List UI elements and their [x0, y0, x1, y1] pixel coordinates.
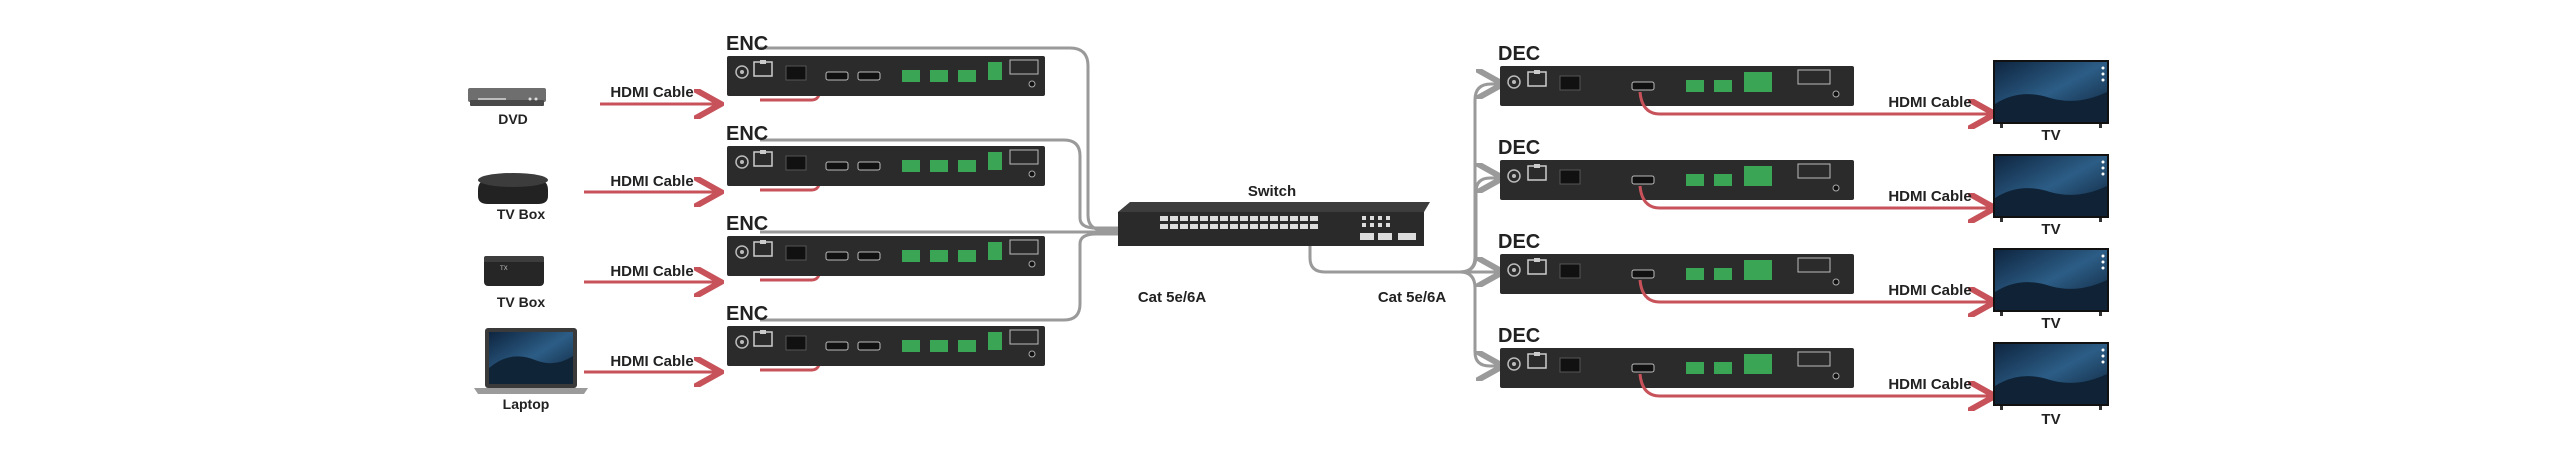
- hdmi-cable-label: HDMI Cable: [1888, 376, 1971, 393]
- hdmi-cable-label: HDMI Cable: [610, 353, 693, 370]
- decoder-4: DEC: [1498, 325, 1854, 388]
- decoder-3: DEC: [1498, 231, 1854, 294]
- encoder-label: ENC: [726, 33, 768, 55]
- hdmi-cables-out: [1638, 91, 1992, 396]
- hdmi-cable-label: HDMI Cable: [610, 173, 693, 190]
- display-label: TV: [2041, 221, 2060, 238]
- display-label: TV: [2041, 315, 2060, 332]
- tv-icon: [1993, 154, 2109, 222]
- encoder-label: ENC: [726, 123, 768, 145]
- encoder-2: ENC: [726, 123, 1045, 186]
- decoder-unit: [1500, 348, 1854, 388]
- switch-icon: [1118, 202, 1430, 246]
- decoder-label: DEC: [1498, 43, 1540, 65]
- tv-icon: [1993, 60, 2109, 128]
- source-label: TV Box: [497, 294, 545, 310]
- decoder-unit: [1500, 254, 1854, 294]
- cat-cable-label-right: Cat 5e/6A: [1378, 289, 1447, 306]
- decoder-label: DEC: [1498, 137, 1540, 159]
- switch-label: Switch: [1248, 183, 1296, 200]
- tv-icon: [1993, 342, 2109, 410]
- source-label: DVD: [498, 111, 528, 127]
- encoder-1: ENC: [726, 33, 1045, 96]
- tv-icon: [1993, 248, 2109, 316]
- laptop-icon: [474, 328, 588, 394]
- encoder-unit: [727, 236, 1045, 276]
- encoder-unit: [727, 146, 1045, 186]
- tv-box-icon: TX: [484, 256, 544, 286]
- source-tv-box-2: TX TV Box: [484, 256, 545, 310]
- encoder-3: ENC: [726, 213, 1045, 276]
- hdmi-cable-label: HDMI Cable: [1888, 282, 1971, 299]
- encoder-label: ENC: [726, 213, 768, 235]
- hdmi-cable-label: HDMI Cable: [1888, 188, 1971, 205]
- source-laptop: Laptop: [474, 328, 588, 412]
- decoder-unit: [1500, 160, 1854, 200]
- display-label: TV: [2041, 411, 2060, 428]
- source-dvd: DVD: [468, 88, 546, 127]
- decoder-unit: [1500, 66, 1854, 106]
- tv-box-icon: [478, 173, 548, 204]
- source-label: TV Box: [497, 206, 545, 222]
- display-tv-1: TV: [1993, 60, 2109, 144]
- source-label: Laptop: [503, 396, 550, 412]
- hdmi-labels-out: HDMI Cable HDMI Cable HDMI Cable HDMI Ca…: [1888, 94, 1971, 393]
- display-tv-4: TV: [1993, 342, 2109, 428]
- encoder-unit: [727, 56, 1045, 96]
- encoder-4: ENC: [726, 303, 1045, 366]
- encoder-unit: [727, 326, 1045, 366]
- hdmi-labels-in: HDMI Cable HDMI Cable HDMI Cable HDMI Ca…: [610, 84, 693, 370]
- hdmi-cable-label: HDMI Cable: [1888, 94, 1971, 111]
- decoder-1: DEC: [1498, 43, 1854, 106]
- dvd-player-icon: [468, 88, 546, 106]
- network-switch: Switch: [1118, 183, 1430, 246]
- hdmi-cable-label: HDMI Cable: [610, 84, 693, 101]
- cat-cable-label-left: Cat 5e/6A: [1138, 289, 1207, 306]
- decoder-label: DEC: [1498, 231, 1540, 253]
- display-tv-2: TV: [1993, 154, 2109, 238]
- display-label: TV: [2041, 127, 2060, 144]
- decoder-2: DEC: [1498, 137, 1854, 200]
- svg-text:TX: TX: [499, 265, 508, 272]
- cat-cables-left: [760, 46, 1195, 322]
- encoder-label: ENC: [726, 303, 768, 325]
- hdmi-cable-label: HDMI Cable: [610, 263, 693, 280]
- display-tv-3: TV: [1993, 248, 2109, 332]
- cat-cables-right: [1308, 84, 1500, 366]
- decoder-label: DEC: [1498, 325, 1540, 347]
- source-tv-box-1: TV Box: [478, 173, 548, 222]
